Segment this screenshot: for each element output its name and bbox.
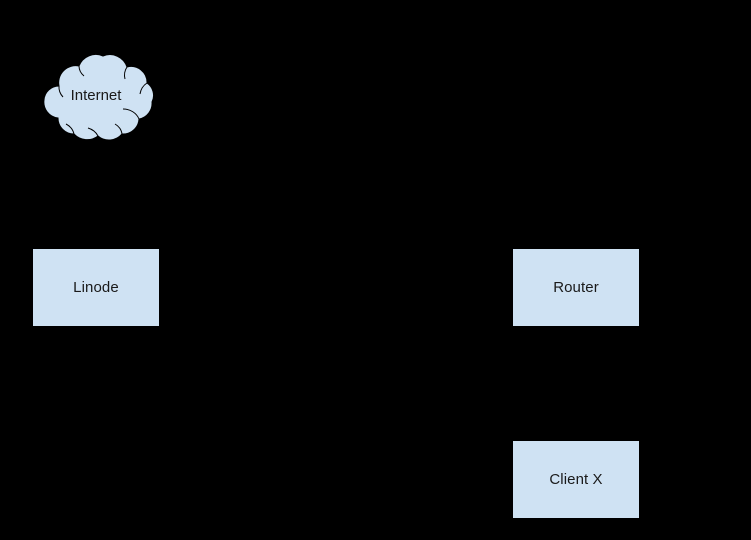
node-router[interactable]: Router	[512, 248, 640, 327]
node-label-router: Router	[553, 279, 599, 296]
cloud-icon	[43, 54, 155, 141]
node-internet[interactable]: Internet	[32, 48, 160, 143]
node-label-linode: Linode	[73, 279, 119, 296]
node-client-x[interactable]: Client X	[512, 440, 640, 519]
node-label-client-x: Client X	[549, 471, 603, 488]
node-linode[interactable]: Linode	[32, 248, 160, 327]
